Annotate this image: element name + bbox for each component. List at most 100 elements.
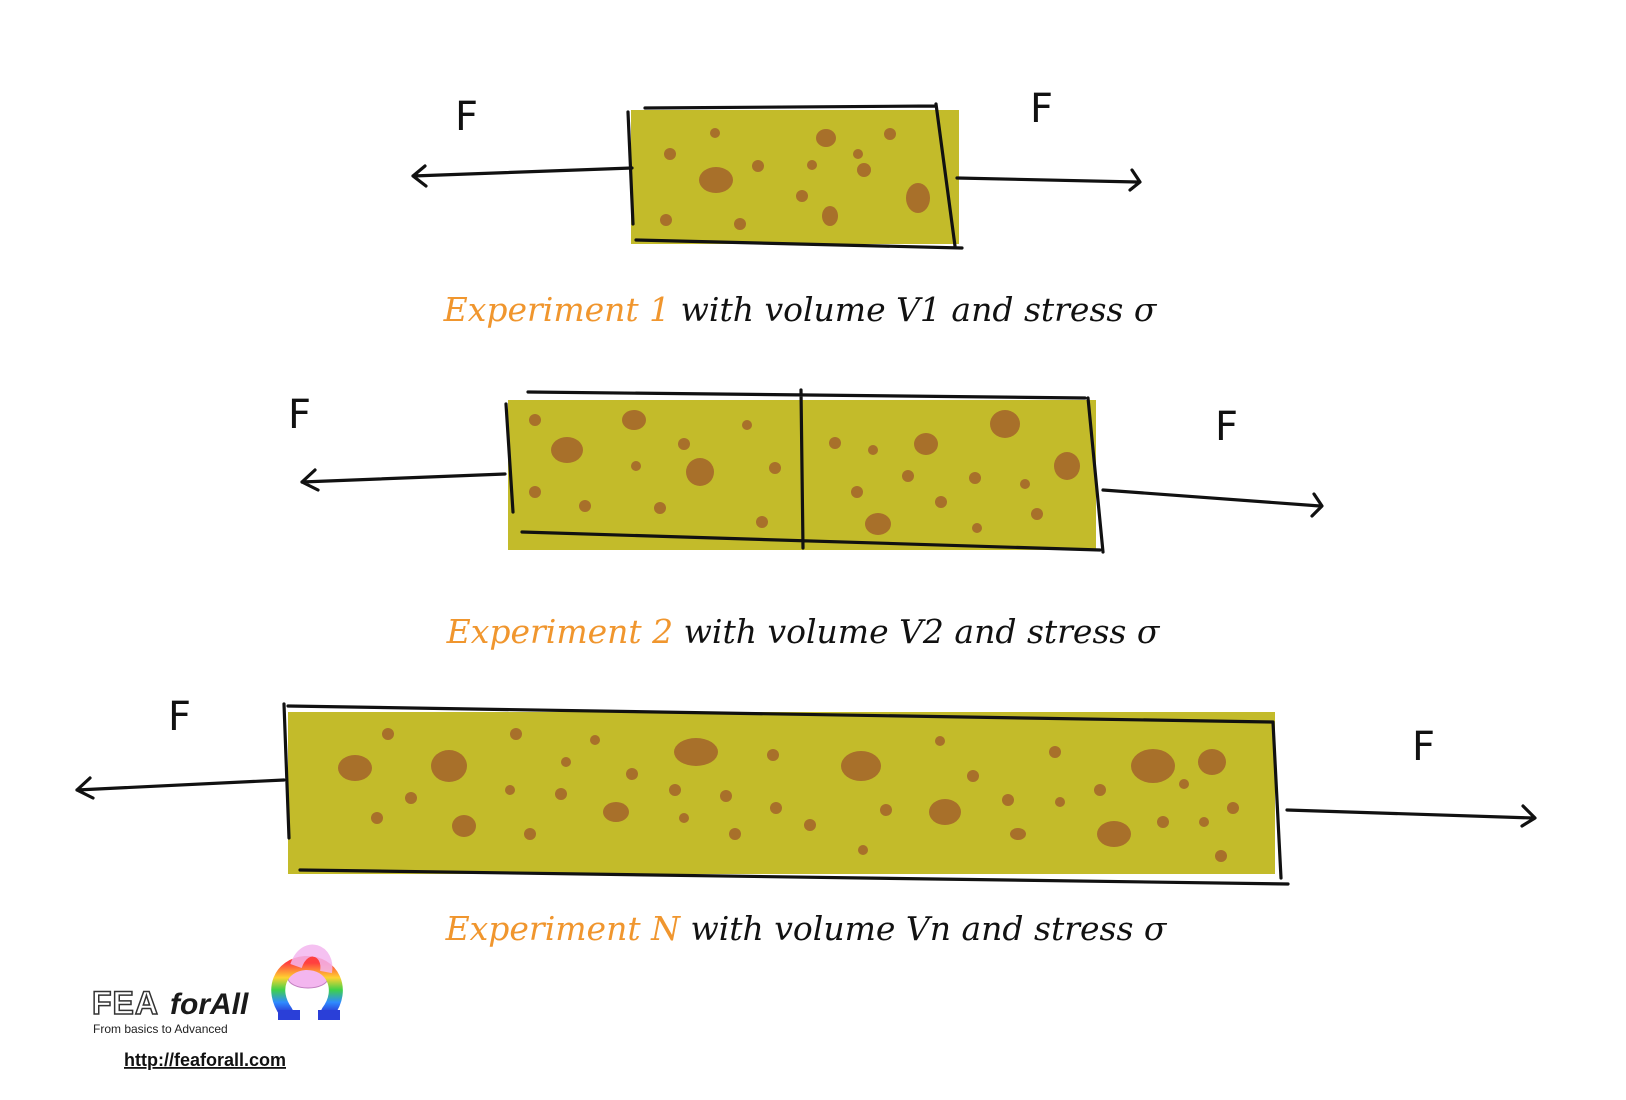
pore-dot [868,445,878,455]
pore-dot [1010,828,1026,840]
pore-dot [841,751,881,781]
pore-dot [857,163,871,177]
force-arrow-left-2 [300,468,507,492]
pore-dot [561,757,571,767]
pore-dot [664,148,676,160]
experiment-2-caption: Experiment 2 with volume V2 and stress σ [446,612,1161,651]
pore-dot [851,486,863,498]
pore-dot [1227,802,1239,814]
pore-dot [734,218,746,230]
pore-dot [631,461,641,471]
pore-dot [729,828,741,840]
pore-dot [626,768,638,780]
force-arrow-right-2 [1101,488,1324,518]
pore-dot [796,190,808,202]
pore-dot [752,160,764,172]
logo-tagline: From basics to Advanced [93,1022,228,1036]
pore-dot [1179,779,1189,789]
force-label-right-2: F [1215,404,1238,450]
experiment-n: F F Experiment N with volume Vn and stre… [75,694,1537,948]
pore-dot [822,206,838,226]
pore-dot [579,500,591,512]
force-arrow-left-n [75,776,286,800]
force-label-left-2: F [288,392,311,438]
pore-dot [1097,821,1131,847]
experiment-1-caption-rest: with volume V1 and stress σ [670,290,1158,329]
pore-dot [678,438,690,450]
pore-dot [884,128,896,140]
pore-dot [906,183,930,213]
experiment-2-caption-accent: Experiment 2 [446,612,674,651]
pore-dot [510,728,522,740]
pore-dot [1198,749,1226,775]
pore-dot [699,167,733,193]
pore-dot [1199,817,1209,827]
pore-dot [524,828,536,840]
omega-logo-icon [271,944,343,1020]
pore-dot [720,790,732,802]
pore-dot [679,813,689,823]
specimen-n-outline [282,702,1290,886]
pore-dot [551,437,583,463]
pore-dot [865,513,891,535]
pore-dot [769,462,781,474]
pore-dot [914,433,938,455]
pore-dot [405,792,417,804]
pore-dot [529,414,541,426]
pore-dot [1131,749,1175,783]
force-arrow-right-n [1285,804,1537,828]
pore-dot [338,755,372,781]
pore-dot [767,749,779,761]
force-label-left-n: F [168,694,191,740]
pore-dot [431,750,467,782]
pore-dot [829,437,841,449]
pore-dot [969,472,981,484]
pore-dot [1054,452,1080,480]
pore-dot [1215,850,1227,862]
specimen-n-pores [338,728,1239,862]
experiment-2-caption-rest: with volume V2 and stress σ [673,612,1161,651]
pore-dot [935,736,945,746]
experiment-1-caption-accent: Experiment 1 [443,290,671,329]
pore-dot [1055,797,1065,807]
pore-dot [1031,508,1043,520]
pore-dot [590,735,600,745]
pore-dot [1002,794,1014,806]
pore-dot [807,160,817,170]
pore-dot [804,819,816,831]
pore-dot [1020,479,1030,489]
pore-dot [902,470,914,482]
pore-dot [816,129,836,147]
specimen-n-body [288,712,1275,874]
pore-dot [756,516,768,528]
specimen-1-body [631,110,959,244]
logo-brand-fea: FEA [92,985,159,1021]
pore-dot [382,728,394,740]
pore-dot [529,486,541,498]
pore-dot [710,128,720,138]
pore-dot [770,802,782,814]
pore-dot [990,410,1020,438]
pore-dot [660,214,672,226]
pore-dot [935,496,947,508]
force-arrow-left-1 [411,164,634,188]
pore-dot [853,149,863,159]
pore-dot [742,420,752,430]
pore-dot [505,785,515,795]
experiment-1-caption: Experiment 1 with volume V1 and stress σ [443,290,1158,329]
logo-url[interactable]: http://feaforall.com [124,1050,286,1070]
pore-dot [686,458,714,486]
experiment-2: F F Experiment 2 with volume V2 and stre… [288,388,1324,651]
specimen-2-outline [504,388,1105,554]
experiment-1: F F Experiment 1 with volume V1 and stre… [411,86,1158,329]
specimen-1-pores [660,128,930,230]
force-label-right-n: F [1412,724,1435,770]
experiment-n-caption-rest: with volume Vn and stress σ [680,909,1168,948]
logo-brand-forall: forAll [170,988,249,1021]
pore-dot [1157,816,1169,828]
specimen-2-pores [529,410,1080,535]
experiment-n-caption-accent: Experiment N [445,909,682,948]
force-arrow-right-1 [955,168,1142,192]
force-label-left-1: F [455,94,478,140]
